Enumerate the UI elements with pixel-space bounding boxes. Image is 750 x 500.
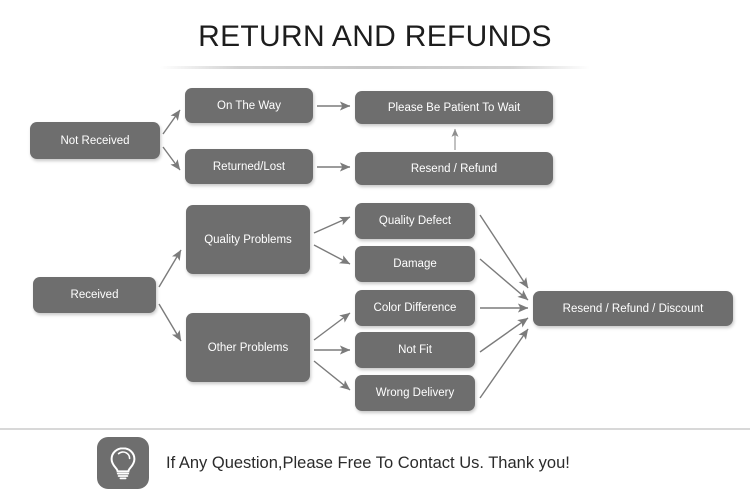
node-quality-defect[interactable]: Quality Defect: [355, 203, 475, 239]
node-quality-problems[interactable]: Quality Problems: [186, 205, 310, 274]
edge-not-received-on-the-way: [162, 109, 181, 135]
footer: If Any Question,Please Free To Contact U…: [97, 437, 570, 489]
edge-not-fit-final: [479, 317, 529, 353]
node-be-patient[interactable]: Please Be Patient To Wait: [355, 91, 553, 124]
footer-divider: [0, 428, 750, 430]
node-returned-lost[interactable]: Returned/Lost: [185, 149, 313, 184]
edge-received-quality-problems: [158, 249, 182, 288]
edge-quality-defect-final: [479, 214, 529, 289]
edge-other-problems-wrong-delivery: [313, 360, 351, 391]
edge-not-received-returned-lost: [162, 146, 181, 171]
edge-damage-final: [479, 258, 529, 301]
edge-received-other-problems: [158, 303, 182, 342]
node-not-fit[interactable]: Not Fit: [355, 332, 475, 368]
node-color-difference[interactable]: Color Difference: [355, 290, 475, 326]
node-on-the-way[interactable]: On The Way: [185, 88, 313, 123]
edge-wrong-delivery-final: [479, 328, 529, 399]
edge-quality-problems-quality-defect: [313, 216, 351, 234]
title-divider: [160, 66, 590, 69]
node-other-problems[interactable]: Other Problems: [186, 313, 310, 382]
node-final-outcome[interactable]: Resend / Refund / Discount: [533, 291, 733, 326]
page-title: RETURN AND REFUNDS: [198, 20, 552, 53]
edge-other-problems-color-difference: [313, 312, 351, 341]
edge-quality-problems-damage: [313, 244, 351, 265]
footer-message: If Any Question,Please Free To Contact U…: [166, 453, 570, 472]
lightbulb-icon: [97, 437, 149, 489]
node-resend-refund[interactable]: Resend / Refund: [355, 152, 553, 185]
node-received[interactable]: Received: [33, 277, 156, 313]
node-wrong-delivery[interactable]: Wrong Delivery: [355, 375, 475, 411]
node-not-received[interactable]: Not Received: [30, 122, 160, 159]
node-damage[interactable]: Damage: [355, 246, 475, 282]
